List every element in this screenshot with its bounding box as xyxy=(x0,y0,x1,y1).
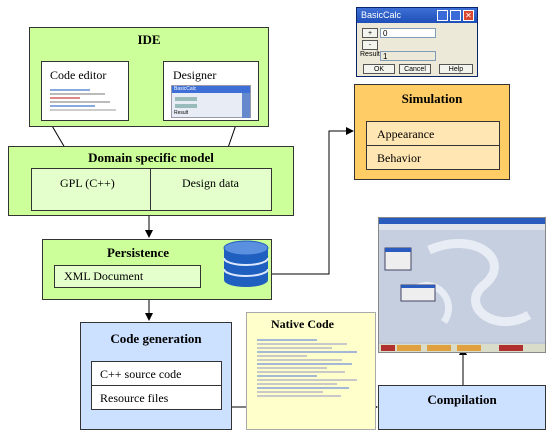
maximize-icon[interactable] xyxy=(450,10,461,21)
simulation-box: Simulation Appearance Behavior xyxy=(354,84,510,180)
help-button[interactable]: Help xyxy=(439,64,473,74)
resource-files-box: Resource files xyxy=(91,385,222,410)
code-editor-panel: Code editor xyxy=(41,61,129,121)
compilation-box: Compilation xyxy=(378,385,546,430)
app-taskbar xyxy=(379,344,545,352)
database-icon xyxy=(223,240,269,287)
app-toolbar xyxy=(379,224,545,230)
code-editor-label: Code editor xyxy=(50,68,107,82)
native-code-title: Native Code xyxy=(271,317,334,331)
native-code-thumbnail xyxy=(257,337,369,425)
basiccalc-titlebar: BasicCalc ✕ xyxy=(357,8,477,23)
designer-thumb-result: Result xyxy=(174,110,189,116)
cpp-source-box: C++ source code xyxy=(91,361,222,386)
value-input[interactable]: 0 xyxy=(380,28,436,38)
minus-button[interactable]: - xyxy=(362,40,378,50)
compilation-title: Compilation xyxy=(427,392,497,407)
result-label: Result xyxy=(360,51,380,58)
behavior-box: Behavior xyxy=(366,145,500,170)
ok-button[interactable]: OK xyxy=(363,64,395,74)
app-canvas xyxy=(379,230,545,342)
minimize-icon[interactable] xyxy=(437,10,448,21)
close-icon[interactable]: ✕ xyxy=(463,10,474,21)
ide-title: IDE xyxy=(137,32,161,47)
persistence-title: Persistence xyxy=(106,245,170,260)
domain-model-divider xyxy=(150,169,151,210)
xml-document-label: XML Document xyxy=(64,269,144,283)
simulation-title: Simulation xyxy=(401,91,463,106)
arrow-database-to-simulation xyxy=(272,127,354,275)
cpp-source-label: C++ source code xyxy=(100,367,182,381)
appearance-box: Appearance xyxy=(366,121,500,146)
basiccalc-title: BasicCalc xyxy=(361,10,402,20)
behavior-label: Behavior xyxy=(377,151,421,165)
xml-document-box: XML Document xyxy=(54,265,201,288)
basiccalc-window: BasicCalc ✕ + 0 - Result 1 OK Cancel Hel… xyxy=(356,7,478,77)
designer-panel: Designer BasicCalc Result xyxy=(163,61,259,121)
designer-thumbnail: BasicCalc Result xyxy=(171,85,251,118)
cancel-button[interactable]: Cancel xyxy=(399,64,431,74)
resource-files-label: Resource files xyxy=(100,391,169,405)
plus-button[interactable]: + xyxy=(362,28,378,38)
app-titlebar xyxy=(379,218,545,224)
persistence-box: Persistence XML Document xyxy=(42,239,272,300)
designer-thumb-title: BasicCalc xyxy=(172,86,250,93)
result-input: 1 xyxy=(380,51,436,61)
code-editor-thumbnail xyxy=(50,87,124,117)
ide-box: IDE Code editor Designer BasicCalc Resul… xyxy=(29,27,269,127)
design-data-label: Design data xyxy=(182,176,239,190)
compiled-app-screenshot xyxy=(378,217,546,353)
designer-label: Designer xyxy=(173,68,217,82)
native-code-box: Native Code xyxy=(246,312,376,430)
domain-model-box: Domain specific model GPL (C++) Design d… xyxy=(8,146,294,216)
code-generation-box: Code generation C++ source code Resource… xyxy=(80,322,232,430)
appearance-label: Appearance xyxy=(377,127,435,141)
code-generation-title: Code generation xyxy=(110,331,202,346)
domain-model-inner: GPL (C++) Design data xyxy=(31,168,272,211)
domain-model-title: Domain specific model xyxy=(88,150,214,165)
gpl-label: GPL (C++) xyxy=(60,176,115,190)
